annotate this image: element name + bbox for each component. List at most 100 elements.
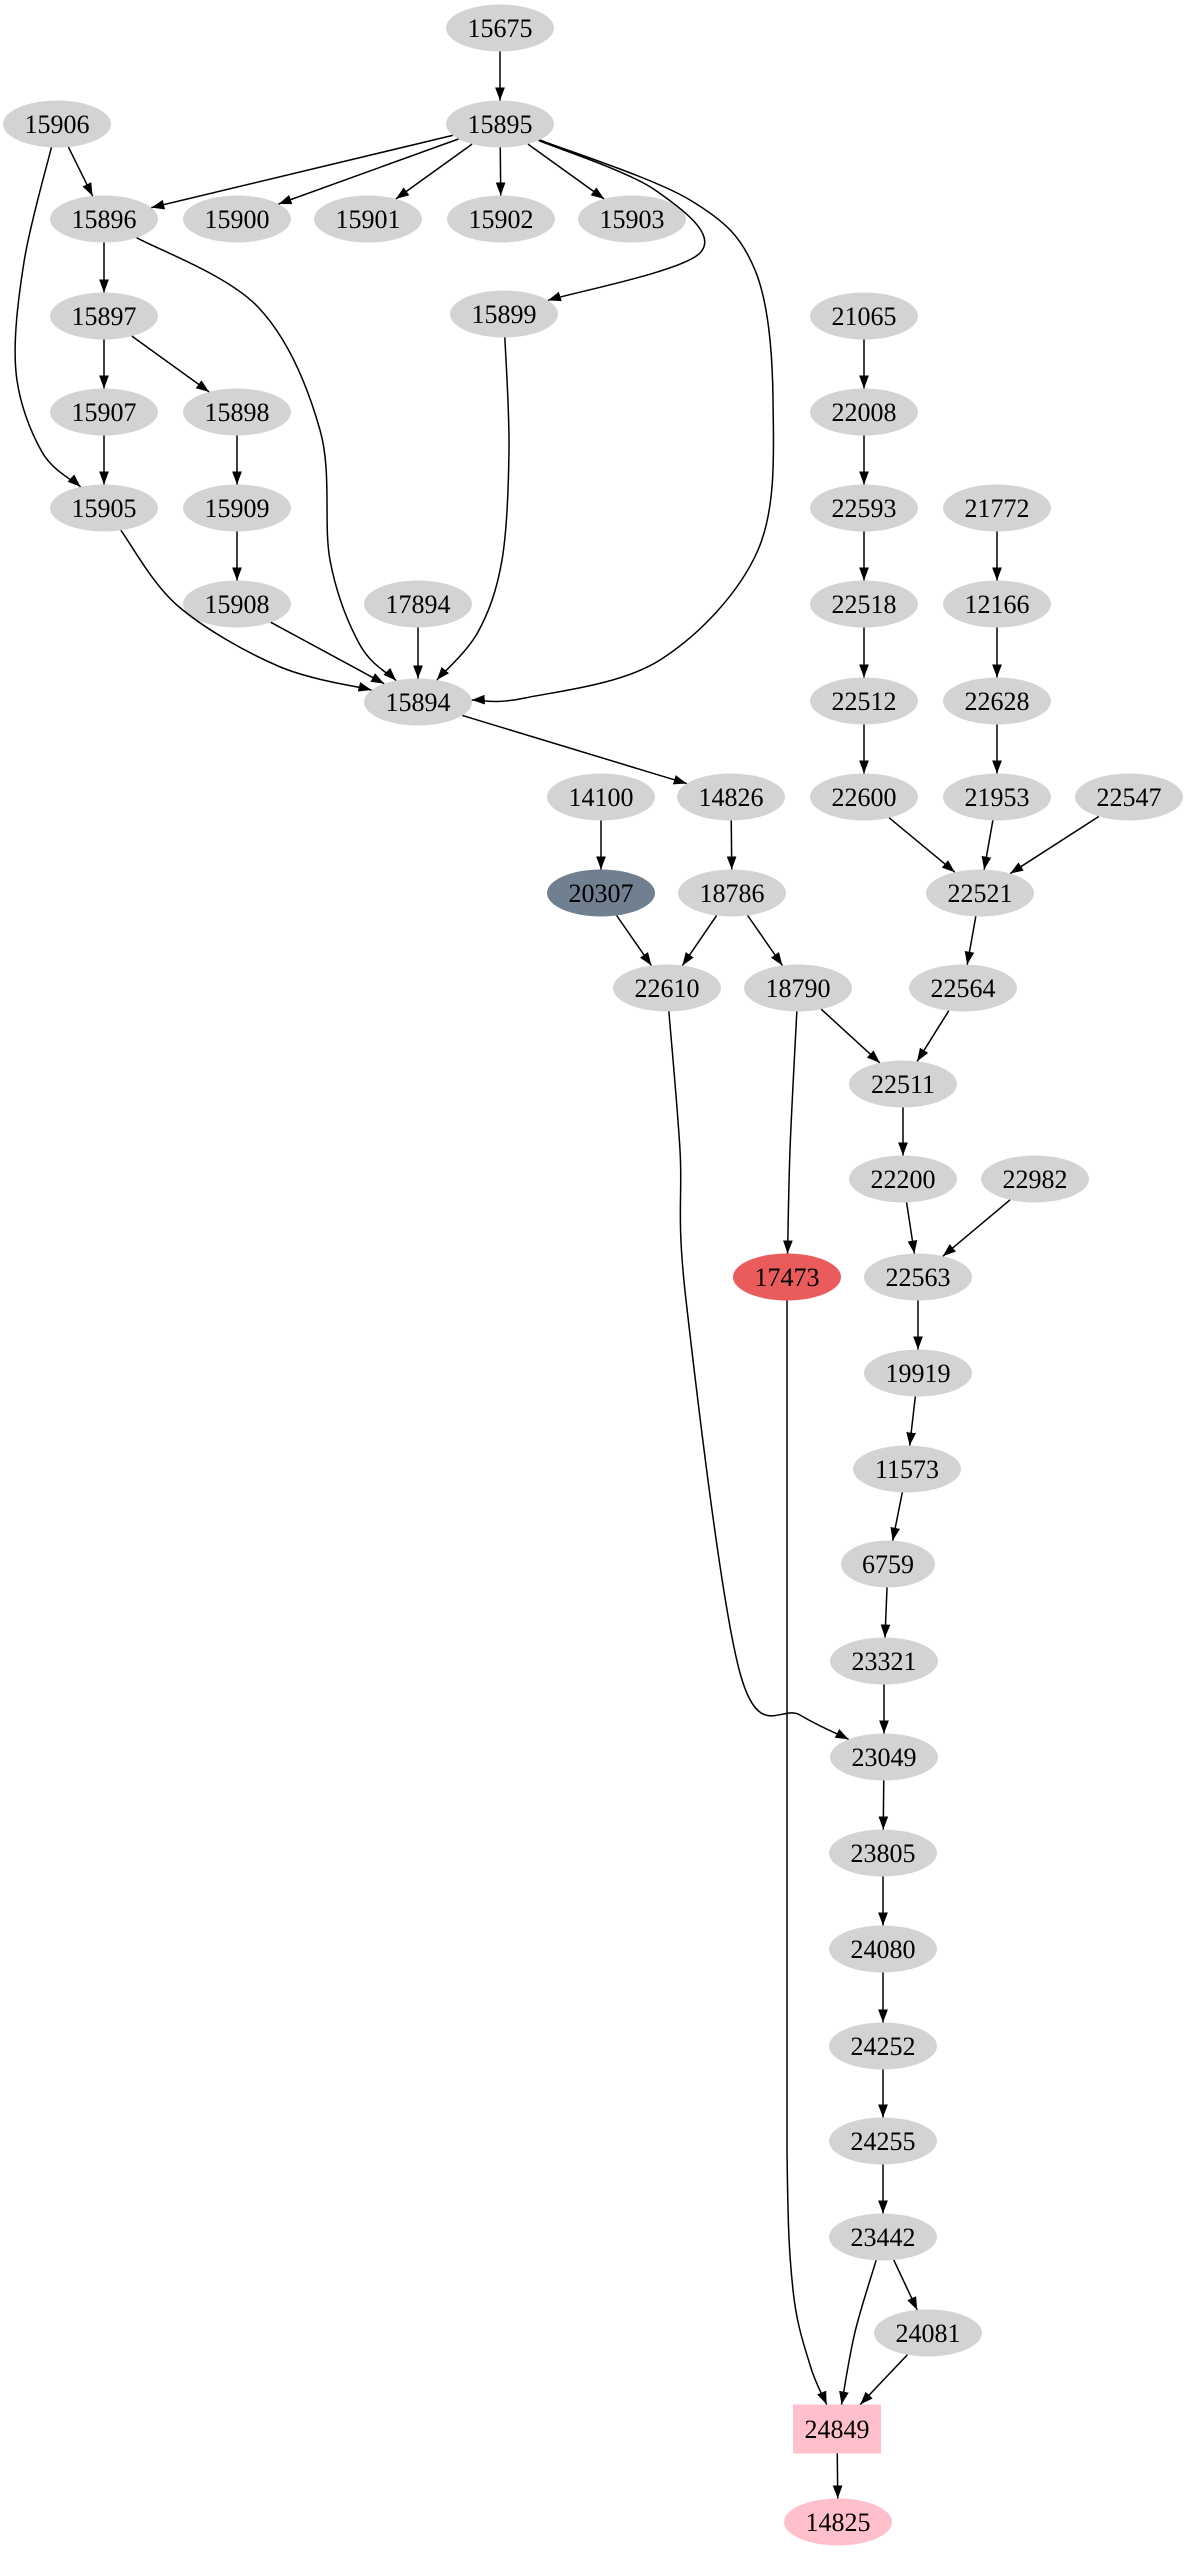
node-ellipse-shape (183, 484, 291, 532)
node-label-17894: 17894 (386, 590, 451, 619)
node-17894: 17894 (364, 580, 472, 628)
node-15675: 15675 (446, 4, 554, 52)
node-label-24080: 24080 (851, 1935, 916, 1964)
node-label-23805: 23805 (851, 1839, 916, 1868)
node-ellipse-shape (183, 195, 291, 243)
node-label-22008: 22008 (832, 398, 897, 427)
node-label-22982: 22982 (1003, 1165, 1068, 1194)
node-label-15906: 15906 (25, 110, 90, 139)
node-ellipse-shape (744, 964, 852, 1012)
node-22200: 22200 (849, 1155, 957, 1203)
edge-15906-15896 (67, 146, 94, 197)
node-ellipse-shape (578, 195, 686, 243)
node-15899: 15899 (450, 290, 558, 338)
node-ellipse-shape (364, 580, 472, 628)
node-15901: 15901 (314, 195, 422, 243)
node-14826: 14826 (677, 773, 785, 821)
node-label-22521: 22521 (948, 879, 1013, 908)
node-ellipse-shape (450, 290, 558, 338)
node-ellipse-shape (784, 2498, 892, 2546)
node-label-21065: 21065 (832, 302, 897, 331)
node-22563: 22563 (864, 1253, 972, 1301)
node-ellipse-shape (183, 580, 291, 628)
node-ellipse-shape (841, 1540, 935, 1588)
node-15908: 15908 (183, 580, 291, 628)
node-ellipse-shape (810, 677, 918, 725)
edge-24081-24849 (859, 2354, 908, 2406)
node-label-14100: 14100 (569, 783, 634, 812)
edge-15905-15894 (120, 529, 372, 692)
node-ellipse-shape (849, 1155, 957, 1203)
node-label-15894: 15894 (386, 688, 451, 717)
node-23442: 23442 (829, 2213, 937, 2261)
node-23321: 23321 (830, 1637, 938, 1685)
node-22593: 22593 (810, 484, 918, 532)
node-21953: 21953 (943, 773, 1051, 821)
node-label-24252: 24252 (851, 2032, 916, 2061)
node-22547: 22547 (1075, 773, 1183, 821)
node-label-15908: 15908 (205, 590, 270, 619)
node-ellipse-shape (3, 100, 111, 148)
node-ellipse-shape (830, 1637, 938, 1685)
node-ellipse-shape (864, 1349, 972, 1397)
edge-15895-15894 (471, 139, 775, 705)
node-label-22547: 22547 (1097, 783, 1162, 812)
edge-22200-22563 (905, 1202, 918, 1254)
node-ellipse-shape (830, 1733, 938, 1781)
node-22521: 22521 (926, 869, 1034, 917)
edge-18790-22511 (820, 1008, 881, 1064)
node-label-15900: 15900 (205, 205, 270, 234)
edge-22982-22563 (942, 1199, 1011, 1257)
node-label-15903: 15903 (600, 205, 665, 234)
node-ellipse-shape (50, 292, 158, 340)
node-label-15902: 15902 (469, 205, 534, 234)
node-15907: 15907 (50, 388, 158, 436)
node-label-14826: 14826 (699, 783, 764, 812)
node-ellipse-shape (547, 773, 655, 821)
node-ellipse-shape (613, 964, 721, 1012)
node-label-15909: 15909 (205, 494, 270, 523)
node-ellipse-shape (849, 1060, 957, 1108)
node-ellipse-shape (829, 2022, 937, 2070)
edge-15895-15901 (395, 143, 473, 200)
node-15902: 15902 (447, 195, 555, 243)
edge-15908-15894 (270, 621, 385, 685)
node-label-22564: 22564 (931, 974, 996, 1003)
node-6759: 6759 (841, 1540, 935, 1588)
node-24081: 24081 (874, 2309, 982, 2357)
node-ellipse-shape (364, 678, 472, 726)
node-22511: 22511 (849, 1060, 957, 1108)
node-label-19919: 19919 (886, 1359, 951, 1388)
node-21772: 21772 (943, 484, 1051, 532)
edge-18786-18790 (747, 915, 783, 966)
node-24252: 24252 (829, 2022, 937, 2070)
node-ellipse-shape (183, 388, 291, 436)
edge-15895-15903 (527, 143, 605, 200)
node-ellipse-shape (547, 869, 655, 917)
node-label-15896: 15896 (72, 205, 137, 234)
node-ellipse-shape (677, 773, 785, 821)
edge-15895-15896 (151, 134, 453, 210)
node-21065: 21065 (810, 292, 918, 340)
node-label-14825: 14825 (806, 2508, 871, 2537)
edges-layer (14, 51, 1100, 2499)
node-label-22593: 22593 (832, 494, 897, 523)
node-label-6759: 6759 (862, 1550, 914, 1579)
edge-22521-22564 (964, 916, 977, 965)
edge-15895-15900 (278, 138, 459, 205)
node-22564: 22564 (909, 964, 1017, 1012)
edge-20307-22610 (616, 915, 652, 966)
node-label-22512: 22512 (832, 687, 897, 716)
node-ellipse-shape (810, 388, 918, 436)
node-ellipse-shape (810, 484, 918, 532)
node-ellipse-shape (943, 484, 1051, 532)
node-ellipse-shape (981, 1155, 1089, 1203)
node-24255: 24255 (829, 2117, 937, 2165)
node-label-23049: 23049 (852, 1743, 917, 1772)
node-15903: 15903 (578, 195, 686, 243)
node-ellipse-shape (446, 100, 554, 148)
node-24080: 24080 (829, 1925, 937, 1973)
node-15897: 15897 (50, 292, 158, 340)
node-ellipse-shape (829, 2117, 937, 2165)
